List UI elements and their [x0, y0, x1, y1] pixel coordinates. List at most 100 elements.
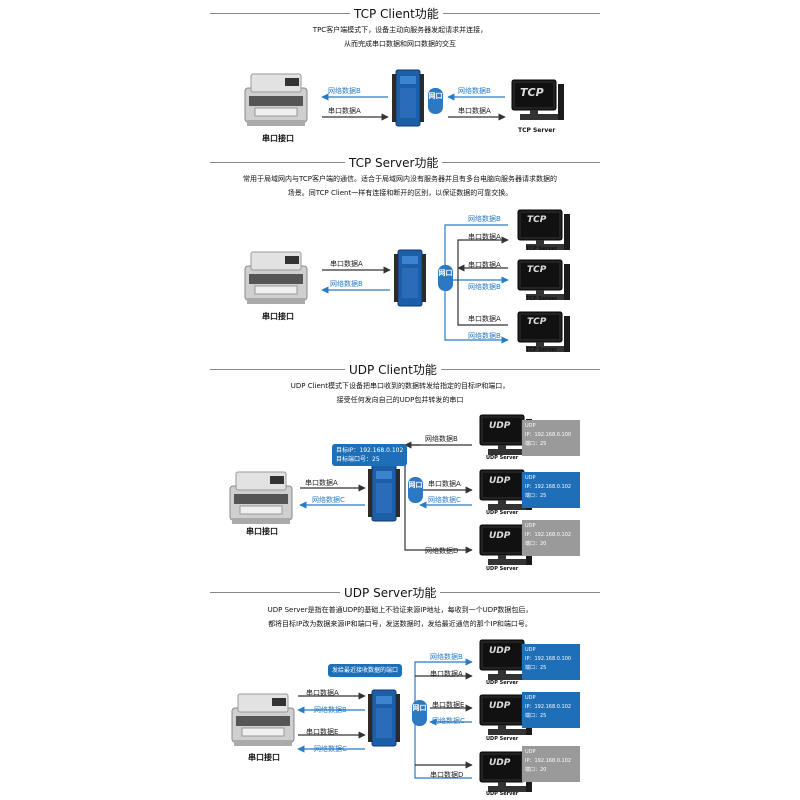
- udp-info-box-active: UDP IP：192.168.0.102 端口：25: [522, 472, 580, 508]
- udp-info-box: UDP IP：192.168.0.102 端口：20: [522, 746, 580, 782]
- server-screen-text: TCP: [527, 215, 547, 225]
- info-line: 端口：25: [525, 713, 547, 719]
- info-line: UDP: [525, 695, 536, 701]
- flow-label: 串口数据A: [430, 670, 463, 678]
- callout-line: 发给最近接收数据的端口: [332, 667, 399, 674]
- server-label: UDP Server: [486, 455, 519, 461]
- flow-label: 串口数据A: [328, 107, 361, 115]
- section-2-desc-line-1: 常用于局域网内与TCP客户端的通信。适合于局域网内没有服务器并且有多台电脑向服务…: [243, 175, 557, 183]
- server-label: TCP Server: [526, 347, 558, 353]
- server-screen-text: UDP: [489, 646, 511, 656]
- flow-label: 串口数据A: [468, 233, 501, 241]
- section-3-desc-line-1: UDP Client模式下设备把串口收到的数据转发给指定的目标IP和端口，: [290, 382, 510, 390]
- info-line: UDP: [525, 749, 536, 755]
- section-4-desc-line-1: UDP Server是指在普通UDP的基础上不验证来源IP地址，每收到一个UDP…: [267, 606, 533, 614]
- info-line: UDP: [525, 475, 536, 481]
- info-line: IP：192.168.0.102: [525, 532, 572, 538]
- section-1-desc-line-2: 从而完成串口数据和网口数据的交互: [344, 40, 456, 48]
- serial-port-label: 串口接口: [246, 527, 278, 536]
- serial-port-label: 串口接口: [262, 134, 294, 143]
- callout-line: 目标IP：192.168.0.102: [336, 447, 404, 454]
- info-line: UDP: [525, 523, 536, 529]
- section-3-graphics: [229, 414, 533, 566]
- info-line: UDP: [525, 647, 536, 653]
- flow-label: 网络数据C: [314, 745, 347, 753]
- flow-label: 网络数据B: [328, 87, 361, 95]
- section-3-desc-line-2: 接受任何发向自己的UDP包并转发的串口: [336, 396, 464, 404]
- server-label: UDP Server: [486, 736, 519, 742]
- info-line: UDP: [525, 423, 536, 429]
- section-2-graphics: [244, 209, 571, 353]
- flow-label: 串口数据A: [458, 107, 491, 115]
- server-screen-text: UDP: [489, 701, 511, 711]
- flow-label: 网络数据B: [425, 435, 458, 443]
- info-line: IP：192.168.0.100: [525, 432, 572, 438]
- flow-label: 网络数据B: [330, 280, 363, 288]
- network-port-badge: 网口: [412, 700, 427, 726]
- flow-label: 串口数据A: [468, 315, 501, 323]
- flow-label: 串口数据E: [432, 701, 465, 709]
- flow-label: 串口数据D: [430, 771, 464, 779]
- flow-label: 串口数据A: [330, 260, 363, 268]
- flow-label: 网络数据B: [458, 87, 491, 95]
- info-line: 端口：20: [525, 541, 547, 547]
- server-label: UDP Server: [486, 566, 519, 572]
- section-4-desc-line-2: 都将目标IP改为数据来源IP和端口号，发送数据时，发给最近通信的那个IP和端口号…: [268, 620, 532, 628]
- serial-port-label: 串口接口: [248, 753, 280, 762]
- section-2-title: TCP Server功能: [345, 154, 443, 171]
- flow-label: 网络数据D: [425, 547, 459, 555]
- flow-label: 网络数据C: [312, 496, 345, 504]
- info-line: 端口：25: [525, 493, 547, 499]
- flow-label: 串口数据A: [306, 689, 339, 697]
- server-label: UDP Server: [486, 680, 519, 686]
- server-screen-text: TCP: [527, 265, 547, 275]
- flow-label: 网络数据C: [432, 717, 465, 725]
- udp-info-box-active: UDP IP：192.168.0.102 端口：25: [522, 692, 580, 728]
- flow-label: 串口数据A: [428, 480, 461, 488]
- server-label: UDP Server: [486, 791, 519, 797]
- section-1-title: TCP Client功能: [350, 5, 443, 22]
- section-1-graphics: [244, 69, 565, 127]
- info-line: IP：192.168.0.102: [525, 758, 572, 764]
- target-ip-callout: 目标IP：192.168.0.102 目标端口号：25: [332, 444, 408, 466]
- server-screen-text: TCP: [520, 86, 544, 99]
- section-1-desc-line-1: TPC客户端模式下，设备主动向服务器发起请求并连接，: [312, 26, 488, 34]
- server-label: UDP Server: [486, 510, 519, 516]
- info-line: 端口：20: [525, 767, 547, 773]
- network-port-badge: 网口: [438, 265, 453, 291]
- serial-port-label: 串口接口: [262, 312, 294, 321]
- info-line: IP：192.168.0.102: [525, 484, 572, 490]
- callout-line: 目标端口号：25: [336, 456, 380, 463]
- info-line: 端口：25: [525, 441, 547, 447]
- flow-label: 网络数据B: [468, 283, 501, 291]
- section-4-graphics: [231, 639, 533, 793]
- info-line: IP：192.168.0.100: [525, 656, 572, 662]
- flow-label: 网络数据C: [428, 496, 461, 504]
- udp-info-box: UDP IP：192.168.0.100 端口：25: [522, 420, 580, 456]
- reply-port-callout: 发给最近接收数据的端口: [328, 664, 403, 677]
- section-4-title: UDP Server功能: [340, 584, 441, 601]
- flow-label: 网络数据B: [430, 653, 463, 661]
- network-port-badge: 网口: [408, 477, 423, 503]
- server-screen-text: UDP: [489, 531, 511, 541]
- flow-label: 串口数据E: [306, 728, 339, 736]
- section-3-title: UDP Client功能: [345, 361, 441, 378]
- server-screen-text: TCP: [527, 317, 547, 327]
- info-line: IP：192.168.0.102: [525, 704, 572, 710]
- server-screen-text: UDP: [489, 476, 511, 486]
- flow-label: 串口数据A: [305, 479, 338, 487]
- flow-label: 串口数据A: [468, 261, 501, 269]
- udp-info-box-active: UDP IP：192.168.0.100 端口：25: [522, 644, 580, 680]
- flow-label: 网络数据B: [468, 332, 501, 340]
- server-screen-text: UDP: [489, 421, 511, 431]
- flow-label: 网络数据B: [314, 706, 347, 714]
- udp-info-box: UDP IP：192.168.0.102 端口：20: [522, 520, 580, 556]
- server-label: TCP Server: [526, 246, 558, 252]
- network-port-badge: 网口: [428, 88, 443, 114]
- info-line: 端口：25: [525, 665, 547, 671]
- section-2-desc-line-2: 场景。同TCP Client一样有连接和断开的区别，以保证数据的可靠交换。: [287, 189, 513, 197]
- server-label: TCP Server: [526, 296, 558, 302]
- flow-label: 网络数据B: [468, 215, 501, 223]
- server-screen-text: UDP: [489, 758, 511, 768]
